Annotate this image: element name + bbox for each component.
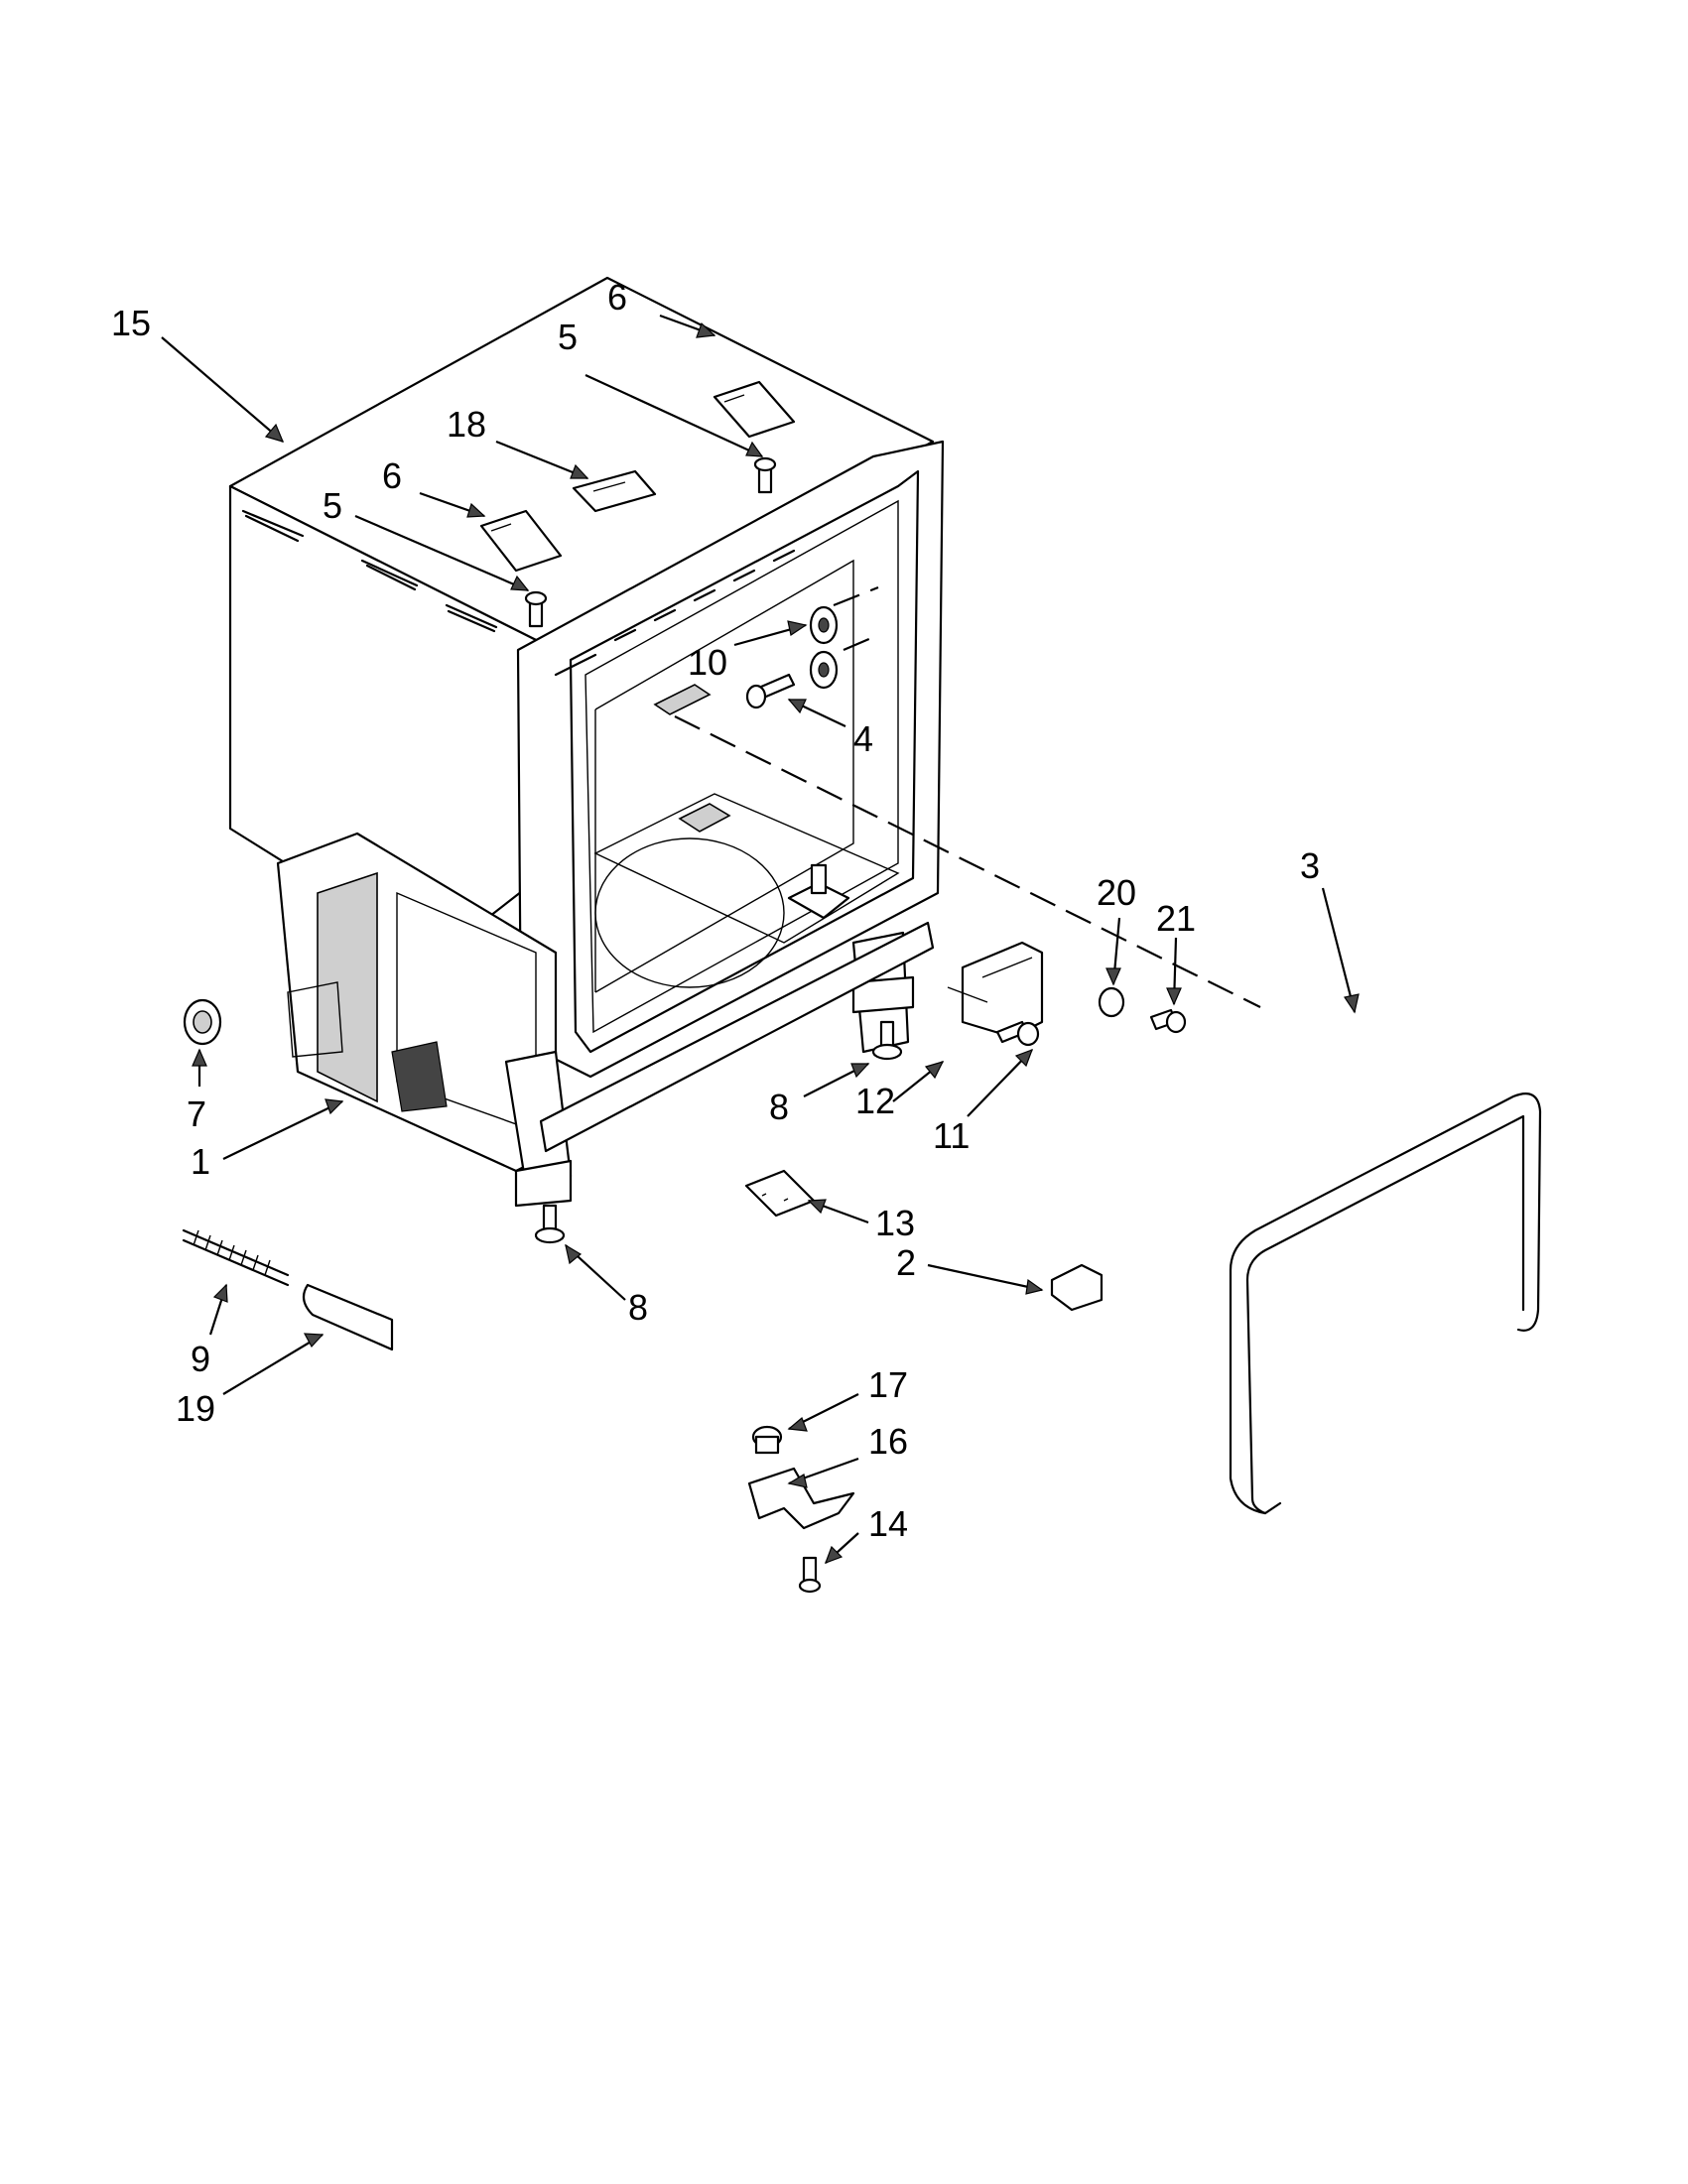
callout-5-upper: 5 bbox=[558, 317, 578, 357]
callout-3: 3 bbox=[1300, 845, 1320, 886]
callout-10: 10 bbox=[688, 642, 727, 683]
callout-8-right: 8 bbox=[769, 1087, 789, 1127]
leveling-leg-lower bbox=[534, 1204, 566, 1244]
screw-21 bbox=[1149, 1008, 1187, 1034]
washer-20 bbox=[1098, 986, 1125, 1018]
callout-labels: 15 6 5 18 6 5 10 4 20 21 3 7 1 8 12 11 1… bbox=[111, 277, 1320, 1544]
assembly-centerline bbox=[674, 715, 1261, 1008]
clip-2 bbox=[1050, 1263, 1104, 1312]
screw-lower bbox=[524, 590, 548, 628]
callout-11: 11 bbox=[933, 1115, 970, 1156]
callout-13: 13 bbox=[875, 1203, 915, 1243]
mounting-bracket-upper bbox=[713, 380, 796, 439]
wheel-7 bbox=[183, 998, 222, 1046]
callout-6-upper: 6 bbox=[607, 277, 627, 318]
callout-20: 20 bbox=[1097, 872, 1136, 913]
screw-14 bbox=[798, 1556, 822, 1594]
callout-5-lower: 5 bbox=[323, 485, 342, 526]
leader-lines bbox=[161, 314, 1360, 1565]
pad-13 bbox=[744, 1169, 816, 1218]
mounting-bracket-lower bbox=[479, 509, 563, 573]
hinge-dash-b bbox=[843, 633, 879, 652]
callout-21: 21 bbox=[1156, 898, 1196, 939]
door-gasket-3 bbox=[1229, 1092, 1542, 1515]
callout-9: 9 bbox=[191, 1339, 210, 1379]
screw-4 bbox=[745, 673, 796, 709]
callout-8-lower: 8 bbox=[628, 1287, 648, 1328]
spring-9 bbox=[182, 1228, 290, 1287]
switch-17 bbox=[751, 1425, 783, 1455]
callout-12: 12 bbox=[855, 1081, 895, 1121]
callout-4: 4 bbox=[853, 718, 873, 759]
callout-17: 17 bbox=[868, 1364, 908, 1405]
screw-upper bbox=[753, 456, 777, 494]
callout-14: 14 bbox=[868, 1503, 908, 1544]
callout-16: 16 bbox=[868, 1421, 908, 1462]
bracket-12 bbox=[947, 941, 1044, 1039]
callout-1: 1 bbox=[191, 1141, 210, 1182]
callout-6-lower: 6 bbox=[382, 455, 402, 496]
tub-assembly bbox=[228, 276, 945, 1208]
callout-15: 15 bbox=[111, 303, 151, 343]
callout-19: 19 bbox=[176, 1388, 215, 1429]
screw-11 bbox=[995, 1020, 1040, 1047]
hinge-bracket-10 bbox=[809, 605, 839, 690]
callout-2: 2 bbox=[896, 1242, 916, 1283]
cover-19 bbox=[302, 1283, 394, 1351]
callout-7: 7 bbox=[187, 1093, 206, 1134]
clip-18 bbox=[572, 469, 657, 513]
hinge-dash-a bbox=[833, 585, 879, 607]
leveling-leg-right bbox=[871, 1020, 903, 1061]
callout-18: 18 bbox=[447, 404, 486, 445]
